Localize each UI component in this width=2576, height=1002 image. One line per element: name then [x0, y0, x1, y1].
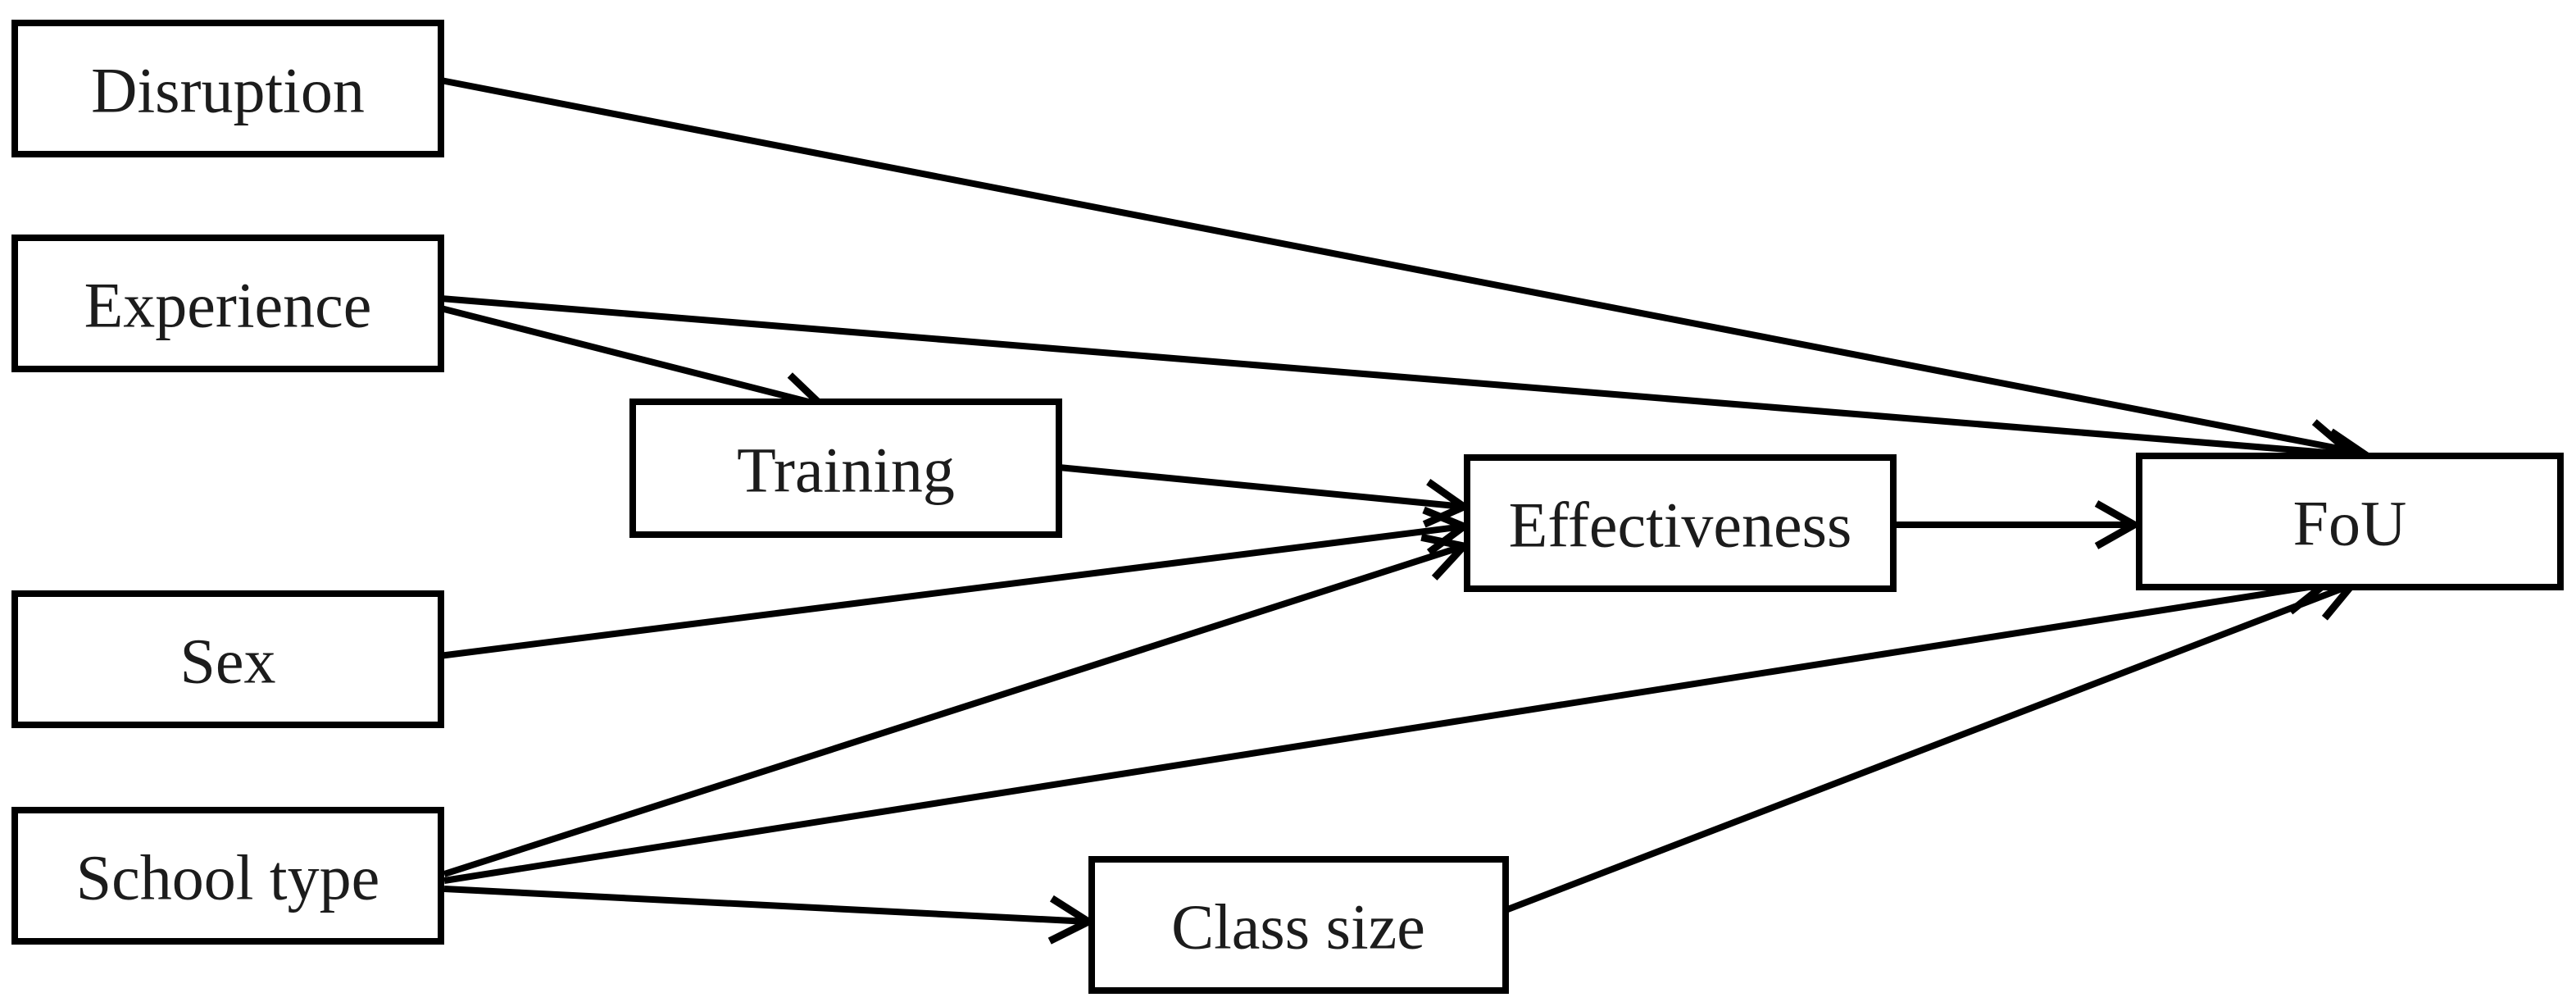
- node-label-fou: FoU: [2293, 488, 2407, 559]
- node-label-school-type: School type: [76, 842, 379, 913]
- node-label-training: Training: [737, 435, 955, 506]
- node-label-effectiveness: Effectiveness: [1509, 490, 1852, 561]
- node-disruption: Disruption: [11, 20, 444, 157]
- nodes-layer: Disruption Experience Training Sex Schoo…: [11, 20, 2564, 994]
- node-label-sex: Sex: [180, 626, 276, 697]
- node-fou: FoU: [2136, 453, 2564, 590]
- arrow-school-type-to-fou: [443, 566, 2333, 884]
- node-sex: Sex: [11, 590, 444, 728]
- arrow-school-type-to-effectiveness: [443, 533, 1471, 877]
- node-training: Training: [629, 399, 1062, 538]
- node-box-fou: [2136, 453, 2564, 590]
- node-effectiveness: Effectiveness: [1464, 454, 1897, 592]
- arrow-school-type-to-class-size: [443, 886, 1097, 945]
- node-box-effectiveness: [1464, 454, 1897, 592]
- arrow-sex-to-effectiveness: [438, 506, 1472, 659]
- node-experience: Experience: [11, 235, 444, 372]
- node-box-class-size: [1088, 856, 1509, 994]
- arrow-class-size-to-fou: [1504, 574, 2360, 913]
- node-box-experience: [11, 235, 444, 372]
- node-class-size: Class size: [1088, 856, 1509, 994]
- node-label-class-size: Class size: [1171, 891, 1425, 963]
- arrow-disruption-to-fou: [440, 77, 2355, 468]
- edges-layer: [438, 77, 2375, 945]
- arrow-experience-to-fou: [440, 295, 2375, 478]
- node-school-type: School type: [11, 807, 444, 945]
- arrow-experience-to-training: [440, 305, 829, 421]
- node-box-school-type: [11, 807, 444, 945]
- node-box-training: [629, 399, 1062, 538]
- node-label-disruption: Disruption: [91, 55, 365, 126]
- node-label-experience: Experience: [84, 270, 372, 341]
- node-box-disruption: [11, 20, 444, 157]
- arrow-training-to-effectiveness: [1058, 464, 1472, 528]
- node-box-sex: [11, 590, 444, 728]
